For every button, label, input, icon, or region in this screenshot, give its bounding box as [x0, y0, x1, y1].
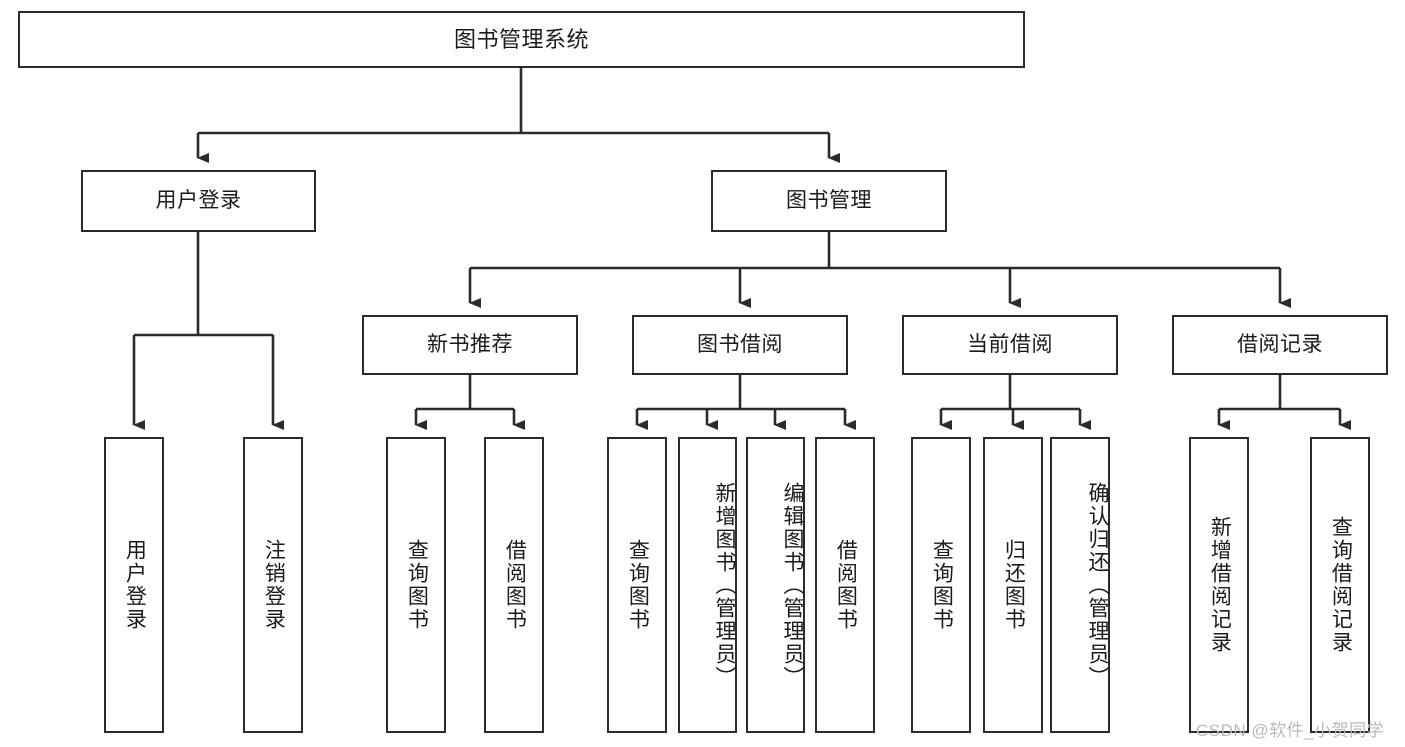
node-leaf-2-查询图书[interactable]: 查询图书	[386, 437, 446, 733]
node-label: 查询图书	[930, 539, 954, 631]
node-label: 用户登录	[123, 539, 147, 631]
node-label: 归还图书	[1002, 539, 1026, 631]
node-label: 查询图书	[626, 539, 650, 631]
node-label: 确认归还（管理员）	[1086, 481, 1109, 689]
node-label: 新书推荐	[427, 332, 513, 356]
node-level3-图书借阅[interactable]: 图书借阅	[632, 315, 848, 375]
node-leaf-0-用户登录[interactable]: 用户登录	[104, 437, 164, 733]
node-leaf-9-归还图书[interactable]: 归还图书	[983, 437, 1043, 733]
node-leaf-11-新增借阅记录[interactable]: 新增借阅记录	[1189, 437, 1249, 733]
node-leaf-6-编辑图书（管理员）[interactable]: 编辑图书（管理员）	[746, 437, 805, 733]
node-level3-当前借阅[interactable]: 当前借阅	[902, 315, 1118, 375]
node-label: 查询借阅记录	[1329, 516, 1353, 654]
node-label: 当前借阅	[967, 332, 1053, 356]
node-label: 图书管理系统	[453, 26, 589, 52]
node-root-图书管理系统[interactable]: 图书管理系统	[18, 11, 1025, 68]
node-level3-借阅记录[interactable]: 借阅记录	[1172, 315, 1388, 375]
node-label: 新增借阅记录	[1208, 516, 1232, 654]
node-label: 借阅图书	[503, 539, 527, 631]
node-label: 借阅图书	[834, 539, 858, 631]
node-label: 图书管理	[786, 188, 872, 212]
node-leaf-7-借阅图书[interactable]: 借阅图书	[815, 437, 875, 733]
node-label: 注销登录	[262, 539, 286, 631]
node-label: 借阅记录	[1237, 332, 1323, 356]
node-label: 用户登录	[155, 188, 242, 212]
node-leaf-5-新增图书（管理员）[interactable]: 新增图书（管理员）	[678, 437, 737, 733]
node-level2-用户登录[interactable]: 用户登录	[81, 170, 316, 232]
node-label: 编辑图书（管理员）	[781, 481, 804, 689]
node-label: 新增图书（管理员）	[713, 481, 736, 689]
node-level3-新书推荐[interactable]: 新书推荐	[362, 315, 578, 375]
node-leaf-8-查询图书[interactable]: 查询图书	[911, 437, 971, 733]
node-leaf-10-确认归还（管理员）[interactable]: 确认归还（管理员）	[1050, 437, 1110, 733]
node-level2-图书管理[interactable]: 图书管理	[711, 170, 947, 232]
csdn-watermark: CSDN @软件_小贺同学	[1196, 721, 1385, 740]
node-leaf-3-借阅图书[interactable]: 借阅图书	[484, 437, 544, 733]
node-leaf-12-查询借阅记录[interactable]: 查询借阅记录	[1310, 437, 1370, 733]
node-label: 查询图书	[405, 539, 429, 631]
node-leaf-1-注销登录[interactable]: 注销登录	[243, 437, 303, 733]
node-label: 图书借阅	[697, 332, 783, 356]
node-leaf-4-查询图书[interactable]: 查询图书	[607, 437, 667, 733]
